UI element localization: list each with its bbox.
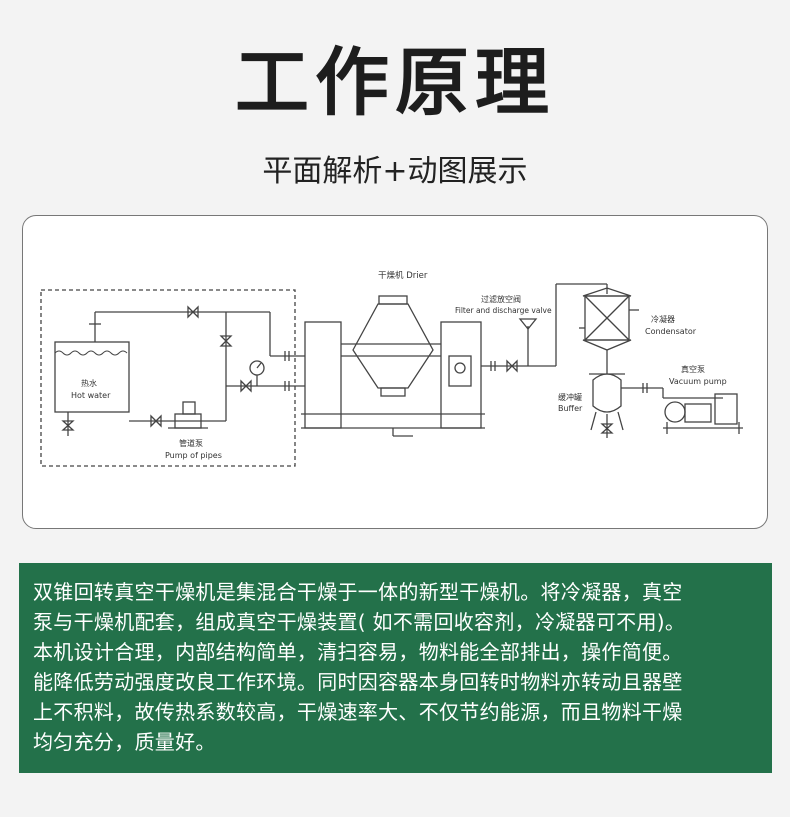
page-title: 工作原理 — [235, 40, 555, 126]
drive-motor — [448, 355, 472, 387]
label-condensator-cn: 冷凝器 — [651, 314, 675, 324]
description-line: 双锥回转真空干燥机是集混合干燥于一体的新型干燥机。将冷凝器，真空 — [33, 580, 683, 604]
discharge-valve — [506, 359, 518, 373]
label-hotwater-cn: 热水 — [81, 378, 97, 388]
description-line: 本机设计合理，内部结构简单，清扫容易，物料能全部排出，操作简便。 — [33, 640, 683, 664]
hot-water-system-boundary — [40, 289, 296, 467]
vacuum-pump-body — [684, 403, 712, 423]
label-hotwater-en: Hot water — [71, 391, 111, 400]
label-vacuum-cn: 真空泵 — [681, 364, 705, 374]
description-line: 上不积料，故传热系数较高，干燥速率大、不仅节约能源，而且物料干燥 — [33, 700, 683, 724]
supply-valve — [187, 305, 199, 319]
cone-top-port — [378, 295, 408, 305]
description-line: 能降低劳动强度改良工作环境。同时因容器本身回转时物料亦转动且器壁 — [33, 670, 683, 694]
description-panel: 双锥回转真空干燥机是集混合干燥于一体的新型干燥机。将冷凝器，真空 泵与干燥机配套… — [19, 563, 772, 773]
drier-left-support — [304, 321, 342, 429]
hot-water-tank — [54, 341, 130, 413]
label-pump-en: Pump of pipes — [165, 451, 222, 460]
label-filter-en: Filter and discharge valve — [455, 306, 552, 315]
label-condensator-en: Condensator — [645, 327, 697, 336]
drier-right-support — [440, 321, 482, 429]
cone-bottom-port — [380, 387, 406, 397]
vacuum-pump-motor — [714, 393, 738, 425]
process-diagram-frame: 干燥机 Drier 过滤放空阀 Filter and discharge val… — [22, 215, 768, 529]
double-cone-vessel — [352, 303, 434, 389]
return-valve — [150, 414, 162, 428]
label-buffer-cn: 缓冲罐 — [558, 392, 582, 402]
pipeline-pump-motor — [182, 401, 196, 415]
label-buffer-en: Buffer — [558, 404, 583, 413]
label-filter-cn: 过滤放空阀 — [481, 294, 521, 304]
tank-drain-valve — [61, 420, 75, 431]
label-vacuum-en: Vacuum pump — [669, 377, 727, 386]
inlet-valve — [240, 379, 252, 393]
vacuum-pump-head — [664, 401, 686, 423]
label-drier: 干燥机 Drier — [378, 270, 428, 281]
bypass-valve — [219, 335, 233, 347]
buffer-tank — [592, 373, 622, 413]
water-surface — [54, 350, 128, 356]
process-diagram: 干燥机 Drier 过滤放空阀 Filter and discharge val… — [40, 270, 743, 467]
filter-valve — [518, 318, 538, 331]
label-pump-cn: 管道泵 — [179, 438, 203, 448]
page-subtitle: 平面解析+动图展示 — [262, 154, 528, 189]
description-line: 泵与干燥机配套，组成真空干燥装置( 如不需回收容剂，冷凝器可不用)。 — [33, 610, 686, 634]
description-line: 均匀充分，质量好。 — [33, 730, 216, 754]
buffer-drain-valve — [600, 423, 614, 434]
